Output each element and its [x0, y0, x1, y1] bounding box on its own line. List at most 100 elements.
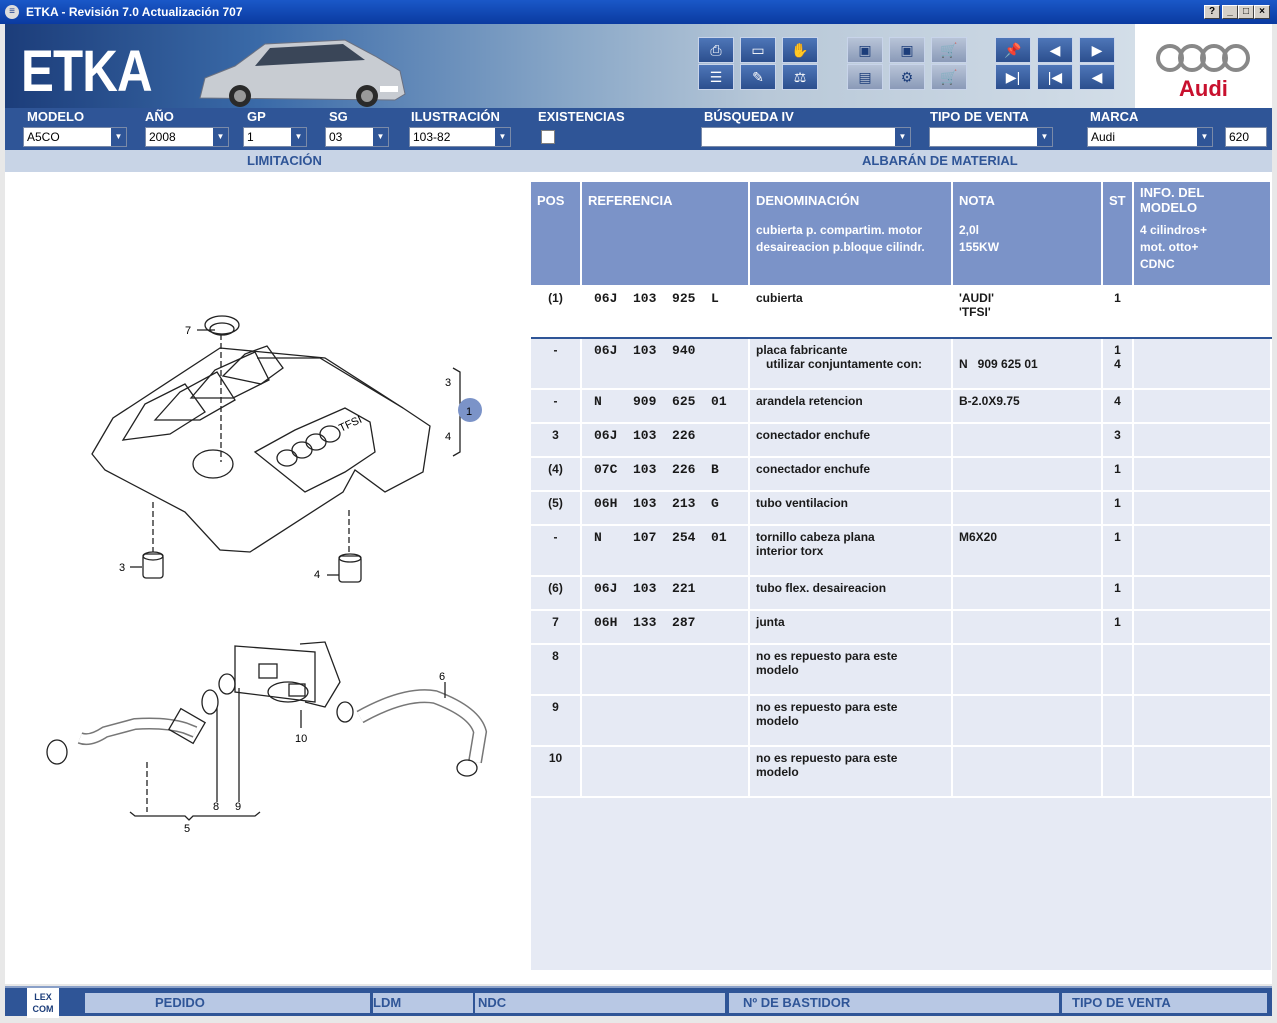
- row-nota: [952, 644, 1103, 696]
- diagram-label-10[interactable]: 10: [295, 733, 307, 745]
- anio-select[interactable]: 2008▼: [145, 127, 229, 147]
- tree-icon[interactable]: ⚖: [782, 64, 818, 90]
- col-nota[interactable]: NOTA: [952, 182, 1103, 218]
- ilustracion-select[interactable]: 103-82 ▼: [409, 127, 511, 147]
- chevron-down-icon[interactable]: ▼: [291, 128, 306, 146]
- tipo-venta-status-label: TIPO DE VENTA: [1072, 995, 1171, 1010]
- header-info-row: cubierta p. compartim. motor desaireacio…: [531, 218, 1272, 287]
- row-referencia: N 909 625 01: [581, 389, 750, 424]
- diagram-label-7[interactable]: 7: [185, 325, 191, 337]
- row-pos: (6): [531, 576, 582, 611]
- row-denominacion: no es repuesto para este modelo: [749, 746, 953, 798]
- diagram-label-3b[interactable]: 3: [119, 562, 125, 574]
- row-info: [1133, 423, 1272, 458]
- diagram-label-4[interactable]: 4: [445, 431, 451, 443]
- tipo-venta-label: TIPO DE VENTA: [930, 109, 1029, 124]
- chevron-down-icon[interactable]: ▼: [895, 128, 910, 146]
- selection-bar: MODELO A5CO▼ AÑO 2008▼ GP 1▼ SG 03▼ ILUS…: [5, 108, 1272, 150]
- ilustracion-value: 103-82: [413, 130, 451, 144]
- chevron-down-icon[interactable]: ▼: [495, 128, 510, 146]
- col-info-modelo[interactable]: INFO. DEL MODELO: [1133, 182, 1272, 218]
- minimize-button[interactable]: _: [1222, 5, 1238, 19]
- ndc-button[interactable]: NDC: [475, 993, 725, 1013]
- pedido-button[interactable]: PEDIDO: [85, 993, 370, 1013]
- pedido-label: PEDIDO: [155, 995, 205, 1010]
- skip-icon[interactable]: ▶|: [995, 64, 1031, 90]
- busqueda-select[interactable]: ▼: [701, 127, 911, 147]
- next-page-icon[interactable]: ▶: [1079, 37, 1115, 63]
- diagram-label-5[interactable]: 5: [184, 823, 190, 835]
- col-referencia[interactable]: REFERENCIA: [581, 182, 750, 218]
- pin-icon[interactable]: 📌: [995, 37, 1031, 63]
- diagram-label-9[interactable]: 9: [235, 801, 241, 813]
- row-pos: 7: [531, 610, 582, 645]
- row-referencia: 06J 103 940: [581, 338, 750, 390]
- diagram-label-4b[interactable]: 4: [314, 569, 320, 581]
- close-button[interactable]: ×: [1254, 5, 1270, 19]
- row-nota: [952, 423, 1103, 458]
- sg-select[interactable]: 03▼: [325, 127, 389, 147]
- diagram-label-1[interactable]: 1: [466, 406, 472, 418]
- chevron-down-icon[interactable]: ▼: [213, 128, 228, 146]
- modelo-select[interactable]: A5CO▼: [23, 127, 127, 147]
- carts-icon[interactable]: 🛒: [931, 37, 967, 63]
- col-pos[interactable]: POS: [531, 182, 582, 218]
- print-icon[interactable]: ⎙: [698, 37, 734, 63]
- marca-select[interactable]: Audi▼: [1087, 127, 1213, 147]
- depot-icon[interactable]: ▣: [889, 37, 925, 63]
- diagram-label-3[interactable]: 3: [445, 377, 451, 389]
- system-menu-icon[interactable]: ≡: [5, 5, 19, 19]
- book-icon[interactable]: ▭: [740, 37, 776, 63]
- row-nota: [952, 457, 1103, 492]
- row-pos: -: [531, 525, 582, 577]
- chevron-down-icon[interactable]: ▼: [373, 128, 388, 146]
- audi-logo: Audi: [1135, 24, 1272, 108]
- gp-select[interactable]: 1▼: [243, 127, 307, 147]
- edit-icon[interactable]: ✎: [740, 64, 776, 90]
- handshake-icon[interactable]: ✋: [782, 37, 818, 63]
- first-icon[interactable]: |◀: [1037, 64, 1073, 90]
- row-pos: -: [531, 338, 582, 390]
- row-referencia: N 107 254 01: [581, 525, 750, 577]
- existencias-checkbox[interactable]: [541, 130, 555, 144]
- help-button[interactable]: ?: [1204, 5, 1220, 19]
- col-denominacion[interactable]: DENOMINACIÓN: [749, 182, 953, 218]
- row-referencia: 06H 133 287: [581, 610, 750, 645]
- prev-page-icon[interactable]: ◀: [1037, 37, 1073, 63]
- tipo-venta-select[interactable]: ▼: [929, 127, 1053, 147]
- chevron-down-icon[interactable]: ▼: [111, 128, 126, 146]
- list-icon[interactable]: ☰: [698, 64, 734, 90]
- maximize-button[interactable]: □: [1238, 5, 1254, 19]
- ldm-button[interactable]: LDM: [373, 993, 473, 1013]
- chevron-down-icon[interactable]: ▼: [1197, 128, 1212, 146]
- terminal-icon[interactable]: ▤: [847, 64, 883, 90]
- back-icon[interactable]: ◀: [1079, 64, 1115, 90]
- elsa-icon[interactable]: ▣: [847, 37, 883, 63]
- diagram-label-8[interactable]: 8: [213, 801, 219, 813]
- diagram-label-6[interactable]: 6: [439, 671, 445, 683]
- chevron-down-icon[interactable]: ▼: [1037, 128, 1052, 146]
- ilustracion-label: ILUSTRACIÓN: [411, 109, 500, 124]
- parts-table: POS REFERENCIA DENOMINACIÓN NOTA ST INFO…: [531, 182, 1272, 798]
- row-nota: B-2.0X9.75: [952, 389, 1103, 424]
- row-nota: M6X20: [952, 525, 1103, 577]
- callout-marker[interactable]: [458, 398, 482, 422]
- tipo-venta-button[interactable]: TIPO DE VENTA: [1062, 993, 1267, 1013]
- car-dealer-icon[interactable]: ⚙: [889, 64, 925, 90]
- row-st: 1: [1102, 525, 1134, 577]
- cart-icon[interactable]: 🛒: [931, 64, 967, 90]
- col-st[interactable]: ST: [1102, 182, 1134, 218]
- bastidor-button[interactable]: Nº DE BASTIDOR: [729, 993, 1059, 1013]
